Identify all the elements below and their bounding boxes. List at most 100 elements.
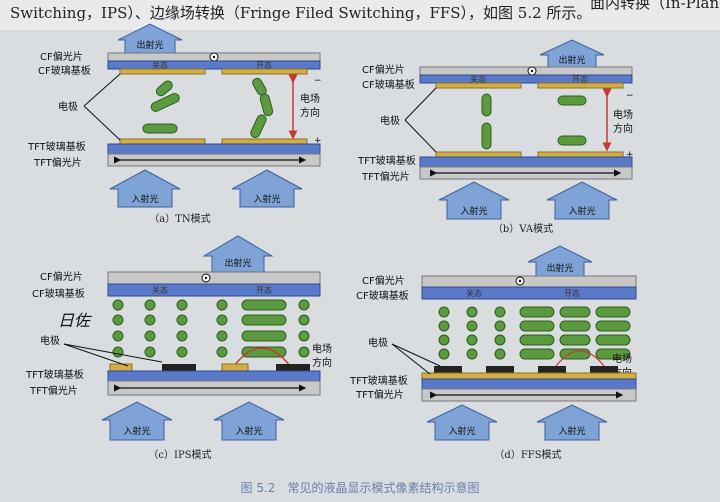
svg-text:电场: 电场 (312, 342, 332, 355)
field-line-ffs (555, 350, 605, 367)
caption-ips: （c）IPS模式 (148, 448, 211, 461)
tft-glass-tn (107, 143, 321, 155)
panel-tn: 出射光 关态 开态 − 电场 方向 + 入射光 (27, 23, 322, 225)
svg-text:出射光: 出射光 (558, 54, 585, 66)
caption-va: （b）VA模式 (493, 222, 553, 235)
top-electrode-off-va (435, 82, 522, 89)
svg-text:入射光: 入射光 (123, 425, 150, 437)
svg-text:电极: 电极 (380, 114, 400, 127)
svg-text:TFT玻璃基板: TFT玻璃基板 (25, 368, 84, 381)
field-line-ips (233, 347, 291, 367)
intro-text-right: 面内转换（In-Plane (590, 0, 720, 12)
field-label1-tn: 电场 (300, 92, 320, 105)
lc-molecule-tn-off-2 (150, 93, 180, 112)
lc-molecule-va-on-1 (557, 95, 587, 106)
emit-arrow-ffs: 出射光 (527, 245, 593, 277)
lc-molecules-ffs-on (519, 306, 631, 360)
incident-arrow-ips-2: 入射光 (213, 401, 285, 441)
tft-glass-ips (107, 370, 321, 382)
electrode-ips-on (276, 364, 310, 371)
svg-text:关态: 关态 (470, 74, 486, 84)
cf-glass-ffs (421, 286, 637, 300)
svg-text:TFT偏光片: TFT偏光片 (29, 384, 78, 397)
svg-text:开态: 开态 (256, 285, 272, 295)
cf-glass-ips (107, 283, 321, 297)
svg-text:CF偏光片: CF偏光片 (362, 63, 405, 76)
figure-caption: 图 5.2 常见的液晶显示模式像素结构示意图 (241, 480, 480, 495)
svg-text:关态: 关态 (152, 285, 168, 295)
off-label-tn: 关态 (152, 60, 168, 70)
top-electrode-on-tn (221, 68, 308, 75)
svg-text:CF偏光片: CF偏光片 (362, 274, 405, 287)
tft-glass-ffs (421, 378, 637, 390)
svg-text:开态: 开态 (572, 74, 588, 84)
svg-text:入射光: 入射光 (448, 425, 475, 437)
top-strip (0, 0, 720, 30)
panel-ffs: 出射光 关态 开态 电场 方向 (349, 245, 637, 461)
svg-text:电极: 电极 (368, 336, 388, 349)
cf-polarizer-va (419, 66, 633, 76)
incident-arrow-va-2: 入射光 (546, 181, 618, 220)
svg-text:入射光: 入射光 (253, 193, 280, 205)
svg-text:电场: 电场 (613, 108, 633, 121)
svg-text:TFT玻璃基板: TFT玻璃基板 (349, 374, 408, 387)
lc-molecule-tn-on-3 (250, 114, 267, 139)
tft-glass-va (419, 156, 633, 168)
svg-text:出射光: 出射光 (224, 257, 251, 269)
tft-polarizer-label-tn: TFT偏光片 (33, 156, 82, 169)
handwritten-note: 日佐 (58, 311, 92, 330)
lc-molecules-ips-off (112, 299, 188, 358)
incident-arrow-tn-2: 入射光 (231, 169, 303, 208)
lc-molecules-ips-on (216, 299, 310, 358)
lc-molecule-tn-off-3 (142, 123, 178, 134)
incident-arrow-ffs-1: 入射光 (426, 404, 498, 441)
emit-arrow-ips: 出射光 (202, 235, 274, 273)
svg-text:TFT偏光片: TFT偏光片 (355, 388, 404, 401)
plus-tn: + (314, 136, 322, 146)
cf-glass-label-tn: CF玻璃基板 (38, 64, 91, 77)
incident-arrow-ffs-2: 入射光 (536, 404, 608, 441)
bottom-electrode-on-va (537, 151, 624, 158)
minus-tn: − (314, 76, 322, 86)
emit-arrow-va: 出射光 (539, 39, 605, 68)
lc-molecules-ffs-off (438, 306, 506, 360)
svg-text:方向: 方向 (312, 356, 332, 369)
cf-glass-tn (107, 60, 321, 70)
svg-text:入射光: 入射光 (235, 425, 262, 437)
bottom-electrode-off-va (435, 151, 522, 158)
svg-text:CF偏光片: CF偏光片 (40, 270, 83, 283)
svg-text:−: − (626, 91, 634, 101)
svg-text:入射光: 入射光 (568, 205, 595, 217)
svg-text:入射光: 入射光 (558, 425, 585, 437)
emit-arrow-tn: 出射光 (117, 23, 183, 54)
svg-text:TFT偏光片: TFT偏光片 (361, 170, 410, 183)
svg-text:+: + (626, 150, 634, 160)
electrode-ips-off (162, 364, 196, 371)
svg-text:CF玻璃基板: CF玻璃基板 (32, 287, 85, 300)
incident-arrow-ips-1: 入射光 (101, 401, 173, 441)
svg-text:电场: 电场 (612, 352, 632, 365)
svg-text:TFT玻璃基板: TFT玻璃基板 (357, 154, 416, 167)
panel-ips: 出射光 关态 开态 电场 方向 (25, 235, 332, 461)
incident-arrow-va-1: 入射光 (438, 181, 510, 220)
svg-text:CF玻璃基板: CF玻璃基板 (356, 289, 409, 302)
emit-label-tn: 出射光 (136, 39, 163, 51)
cf-polarizer-ffs (421, 275, 637, 288)
tft-glass-label-tn: TFT玻璃基板 (27, 140, 86, 153)
svg-text:关态: 关态 (466, 288, 482, 298)
top-electrode-on-va (537, 82, 624, 89)
bottom-electrode-on-tn (221, 138, 308, 145)
svg-text:出射光: 出射光 (546, 262, 573, 274)
svg-text:开态: 开态 (564, 288, 580, 298)
lc-molecule-va-off-1 (481, 93, 492, 117)
common-electrode-ffs (421, 372, 637, 380)
lc-molecule-tn-off-1 (155, 80, 173, 97)
lc-molecule-va-on-2 (557, 135, 587, 146)
lc-molecule-va-off-2 (481, 122, 492, 150)
intro-text: Switching，IPS）、边缘场转换（Fringe Filed Switch… (10, 4, 591, 22)
svg-text:电极: 电极 (40, 334, 60, 347)
svg-text:入射光: 入射光 (131, 193, 158, 205)
field-label2-tn: 方向 (300, 106, 320, 119)
